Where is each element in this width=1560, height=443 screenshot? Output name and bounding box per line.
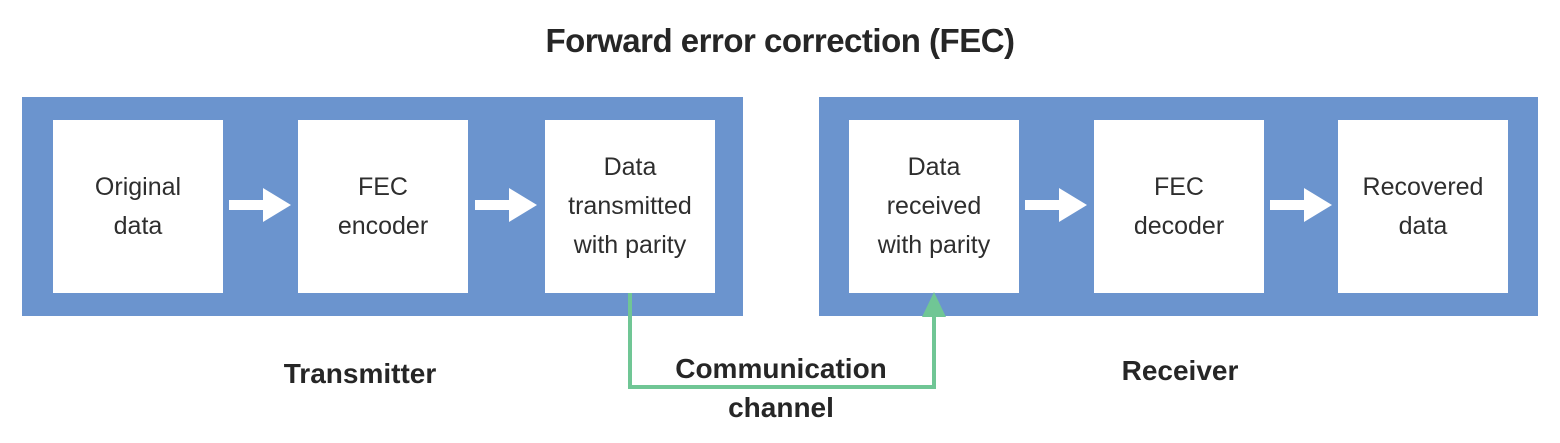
fec-decoder-box: FEC decoder	[1094, 120, 1264, 293]
channel-line-down	[628, 293, 632, 389]
channel-line-across	[628, 385, 936, 389]
arrow-up-icon	[922, 292, 946, 317]
data-received-box: Data received with parity	[849, 120, 1019, 293]
original-data-box: Original data	[53, 120, 223, 293]
channel-label-line1: Communication	[675, 353, 887, 384]
arrow-shaft	[1270, 200, 1306, 210]
channel-label-line2: channel	[728, 392, 834, 423]
arrow-head	[509, 188, 537, 222]
arrow-head	[263, 188, 291, 222]
recovered-data-box: Recovered data	[1338, 120, 1508, 293]
fec-encoder-box: FEC encoder	[298, 120, 468, 293]
channel-line-up	[932, 315, 936, 389]
arrow-head	[1059, 188, 1087, 222]
arrow-head	[1304, 188, 1332, 222]
arrow-right-icon	[1025, 188, 1087, 222]
arrow-right-icon	[1270, 188, 1332, 222]
arrow-right-icon	[475, 188, 537, 222]
transmitter-label: Transmitter	[283, 358, 437, 389]
arrow-right-icon	[229, 188, 291, 222]
arrow-shaft	[1025, 200, 1061, 210]
diagram-title: Forward error correction (FEC)	[545, 22, 1015, 59]
data-transmitted-box: Data transmitted with parity	[545, 120, 715, 293]
receiver-label: Receiver	[1121, 355, 1239, 386]
arrow-shaft	[475, 200, 511, 210]
arrow-shaft	[229, 200, 265, 210]
